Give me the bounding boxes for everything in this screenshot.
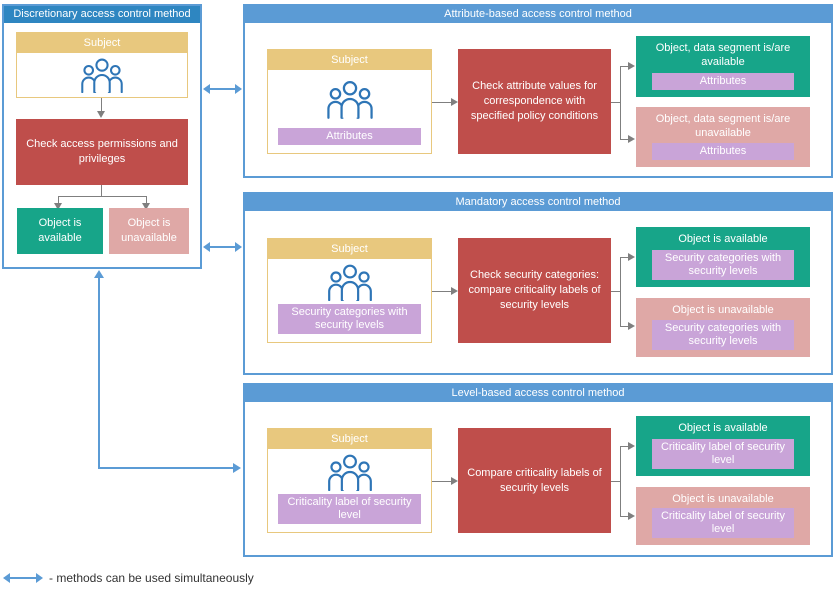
flow-line [101,98,102,112]
flow-line [146,196,147,204]
flow-line [620,139,629,140]
unavailable-box: Object, data segment is/are unavailable … [636,107,810,167]
flow-line [620,446,621,517]
people-icon [268,70,431,128]
flow-line [611,102,621,103]
unavailable-box: Object is unavailable Criticality label … [636,487,810,545]
panel-level: Level-based access control method Subjec… [243,383,833,557]
legend-label: - methods can be used simultaneously [49,571,254,585]
flow-line [432,102,452,103]
unavailable-box: Object is unavailable Security categorie… [636,298,810,357]
panel-discretionary: Discretionary access control method Subj… [2,4,202,269]
panel-attribute: Attribute-based access control method Su… [243,4,833,178]
simultaneous-line [98,277,100,468]
people-icon [268,449,431,494]
flow-arrow-right-icon [628,512,635,520]
flow-line [620,516,629,517]
panel-title-discretionary: Discretionary access control method [4,6,200,23]
subject-box: Subject Criticality label of security le… [267,428,432,533]
flow-arrow-right-icon [628,442,635,450]
panel-title-mandatory: Mandatory access control method [245,194,831,211]
subject-box: Subject Security categories with securit… [267,238,432,343]
subject-header: Subject [268,50,431,70]
flow-line [432,481,452,482]
available-label: Object, data segment is/are available [655,42,791,68]
check-box: Check attribute values for correspondenc… [458,49,611,154]
subject-box: Subject [16,32,188,98]
unavailable-box: Object is unavailable [109,208,189,254]
subject-header: Subject [268,239,431,259]
check-box: Check access permissions and privileges [16,119,188,185]
subject-attributes-tag: Attributes [278,128,421,145]
legend-arrow-icon [3,573,43,583]
flow-arrow-right-icon [628,322,635,330]
subject-header: Subject [268,429,431,449]
subject-attributes-tag: Criticality label of security level [278,494,421,524]
panel-title-level: Level-based access control method [245,385,831,402]
available-box: Object is available Criticality label of… [636,416,810,476]
flow-line [620,446,629,447]
subject-header: Subject [17,33,187,53]
available-box: Object, data segment is/are available At… [636,36,810,97]
simultaneous-arrow-right-icon [233,463,241,473]
flow-line [432,291,452,292]
flow-line [611,291,621,292]
check-box: Check security categories: compare criti… [458,238,611,343]
flow-line [101,185,102,196]
attributes-tag: Security categories with security levels [652,320,794,350]
flow-arrow-right-icon [451,477,458,485]
attributes-tag: Attributes [652,73,794,90]
flow-arrow-right-icon [628,62,635,70]
flow-line [620,326,629,327]
unavailable-label: Object is unavailable [672,493,774,505]
attributes-tag: Criticality label of security level [652,508,794,538]
flow-arrow-down-icon [142,203,150,210]
flow-line [611,481,621,482]
subject-attributes-tag: Security categories with security levels [278,304,421,334]
attributes-tag: Attributes [652,143,794,160]
simultaneous-line [98,467,234,469]
simultaneous-arrow-up-icon [94,270,104,278]
check-box: Compare criticality labels of security l… [458,428,611,533]
flow-line [58,196,147,197]
attributes-tag: Criticality label of security level [652,439,794,469]
unavailable-label: Object, data segment is/are unavailable [655,113,791,139]
flow-line [58,196,59,204]
available-box: Object is available Security categories … [636,227,810,287]
flow-arrow-right-icon [628,253,635,261]
flow-line [620,257,621,327]
flow-arrow-right-icon [628,135,635,143]
flow-line [620,257,629,258]
panel-title-attribute: Attribute-based access control method [245,6,831,23]
flow-arrow-right-icon [451,98,458,106]
panel-mandatory: Mandatory access control method Subject … [243,192,833,375]
available-box: Object is available [17,208,103,254]
available-label: Object is available [678,422,768,434]
available-label: Object is available [678,233,768,245]
simultaneous-arrow-attribute [203,84,242,94]
flow-line [620,66,629,67]
flow-arrow-down-icon [54,203,62,210]
attributes-tag: Security categories with security levels [652,250,794,280]
unavailable-label: Object is unavailable [672,304,774,316]
people-icon [268,259,431,304]
simultaneous-arrow-mandatory [203,242,242,252]
subject-box: Subject Attributes [267,49,432,154]
people-icon [17,53,187,97]
flow-arrow-down-icon [97,111,105,118]
flow-line [620,66,621,140]
flow-arrow-right-icon [451,287,458,295]
